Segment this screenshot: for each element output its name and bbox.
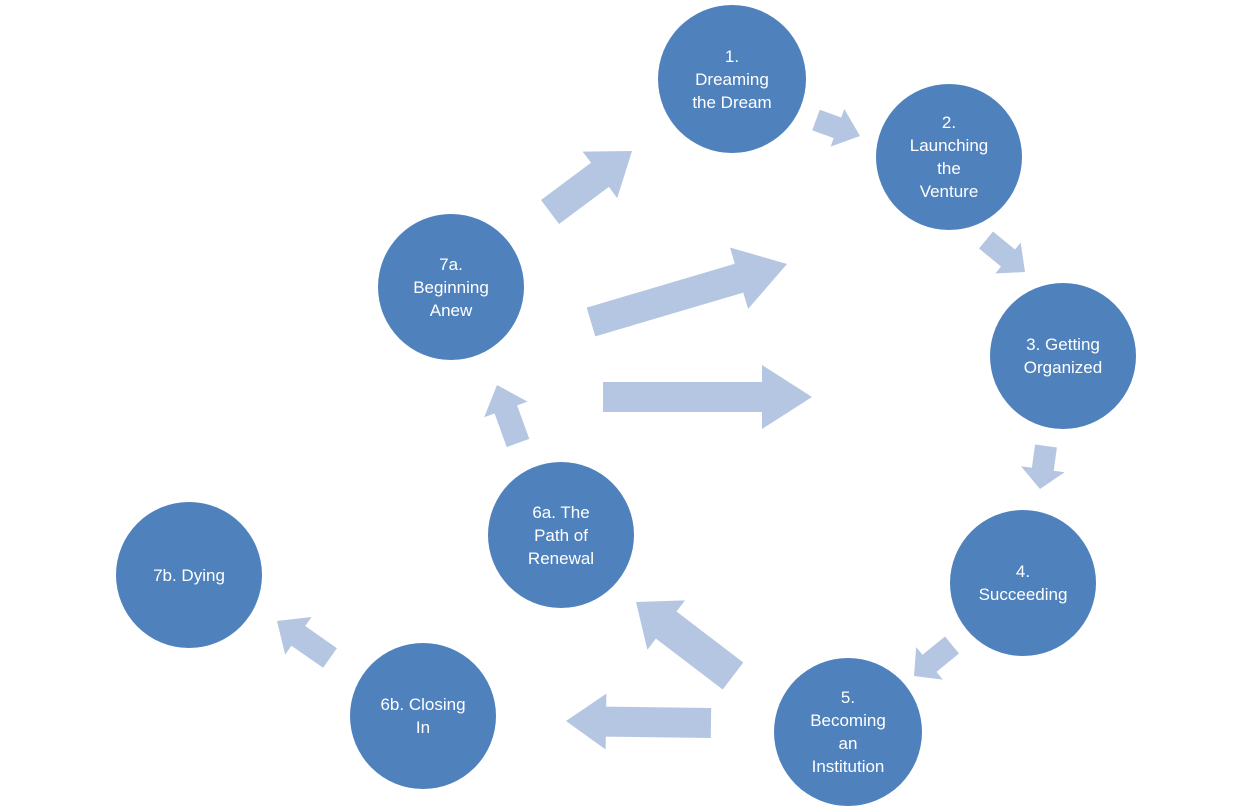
- node-getting-organized: 3. Getting Organized: [990, 283, 1136, 429]
- node-launching-the-venture: 2. Launching the Venture: [876, 84, 1022, 230]
- arrow-n6a-to-n7a: [484, 385, 530, 448]
- node-becoming-an-institution: 5. Becoming an Institution: [774, 658, 922, 806]
- arrow-n4-to-n5: [914, 636, 959, 680]
- node-closing-in: 6b. Closing In: [350, 643, 496, 789]
- node-path-of-renewal: 6a. The Path of Renewal: [488, 462, 634, 608]
- node-succeeding: 4. Succeeding: [950, 510, 1096, 656]
- arrow-n7a-to-n3: [603, 365, 812, 429]
- node-beginning-anew: 7a. Beginning Anew: [378, 214, 524, 360]
- arrow-n7a-to-n2: [586, 247, 787, 337]
- arrow-n1-to-n2: [812, 109, 860, 147]
- arrow-n7a-to-n1: [541, 151, 632, 224]
- arrow-n2-to-n3: [979, 231, 1025, 274]
- arrow-n6b-to-n7b: [277, 617, 337, 668]
- arrow-n3-to-n4: [1021, 444, 1065, 489]
- arrow-n5-to-n6a: [636, 600, 744, 690]
- arrow-n5-to-n6b: [566, 693, 712, 750]
- node-dying: 7b. Dying: [116, 502, 262, 648]
- node-dreaming-the-dream: 1. Dreaming the Dream: [658, 5, 806, 153]
